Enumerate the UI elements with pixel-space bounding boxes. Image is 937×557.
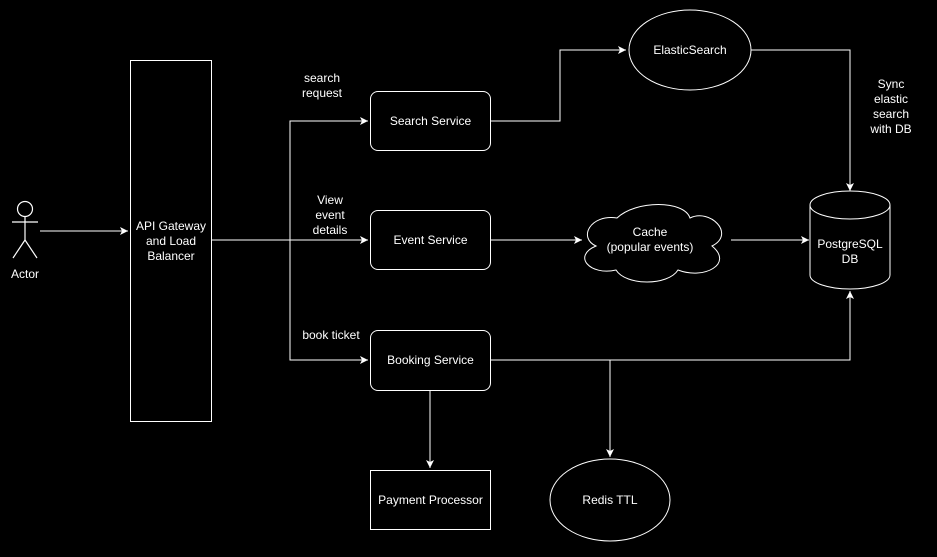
postgres-node[interactable]: PostgreSQL DB <box>812 232 888 272</box>
event-service-label: Event Service <box>393 232 468 247</box>
cache-node[interactable]: Cache (popular events) <box>590 222 710 258</box>
book-ticket-edge-label: book ticket <box>302 328 360 342</box>
search-service-box[interactable]: Search Service <box>370 91 491 151</box>
api-gateway-label: API Gateway and Load Balancer <box>135 218 207 263</box>
payment-processor-label: Payment Processor <box>378 492 483 507</box>
redis-node[interactable]: Redis TTL <box>560 485 660 515</box>
cache-cloud-shape <box>584 204 723 283</box>
event-service-box[interactable]: Event Service <box>370 210 491 270</box>
sync-edge-label: Sync elastic search with DB <box>870 77 912 136</box>
redis-label: Redis TTL <box>582 492 638 507</box>
postgres-label: PostgreSQL DB <box>817 237 883 266</box>
search-request-edge-label: search request <box>301 71 343 100</box>
edge-search-to-elasticsearch <box>491 46 626 122</box>
actor-label: Actor <box>10 267 39 281</box>
search-service-label: Search Service <box>389 113 472 128</box>
booking-service-label: Booking Service <box>387 353 474 367</box>
edge-elasticsearch-to-postgres <box>751 49 854 191</box>
elasticsearch-node[interactable]: ElasticSearch <box>629 35 751 65</box>
api-gateway-box[interactable]: API Gateway and Load Balancer <box>130 60 212 422</box>
postgres-cylinder-shape <box>809 190 891 290</box>
actor-icon <box>12 200 38 259</box>
view-event-details-edge-label: View event details <box>312 193 348 237</box>
cache-label: Cache (popular events) <box>606 225 694 254</box>
elasticsearch-shape <box>628 9 752 91</box>
booking-service-box[interactable]: Booking Service <box>370 330 491 391</box>
redis-shape <box>549 458 671 542</box>
elasticsearch-label: ElasticSearch <box>653 42 727 57</box>
edge-booking-to-postgres <box>491 291 854 361</box>
payment-processor-box[interactable]: Payment Processor <box>370 470 491 530</box>
edge-gateway-to-booking-service <box>289 240 368 364</box>
